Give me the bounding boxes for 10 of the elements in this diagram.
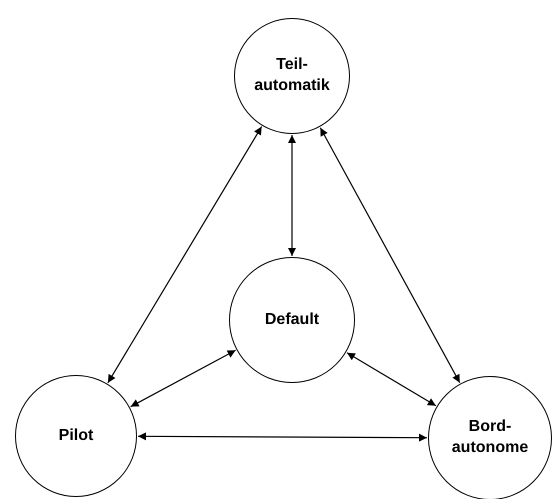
state-label: Default	[264, 310, 320, 330]
double-arrow	[346, 352, 436, 406]
double-arrow	[320, 127, 460, 384]
double-arrow	[130, 350, 236, 408]
double-arrow	[138, 432, 427, 442]
state-label: Teil- automatik	[253, 55, 331, 96]
state-label: Pilot	[58, 426, 94, 446]
double-arrow	[107, 126, 262, 384]
state-label: Bord- autonome	[450, 417, 530, 458]
double-arrow	[288, 135, 296, 256]
